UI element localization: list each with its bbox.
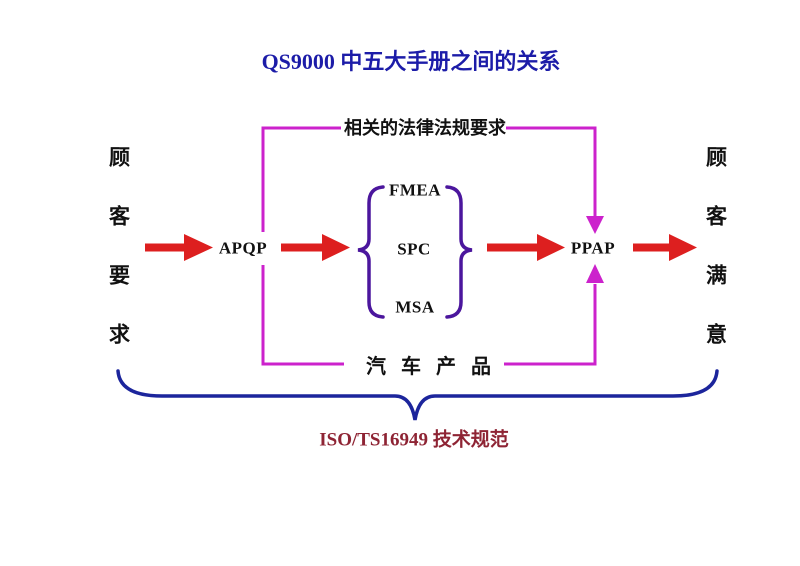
top-bracket-right-line <box>506 126 597 216</box>
customer-satisfaction-label: 顾客满意 <box>703 146 728 382</box>
node-ppap: PPAP <box>570 238 616 258</box>
flow-arrow-4-icon <box>633 234 697 261</box>
node-fmea: FMEA <box>388 180 442 200</box>
iso-underbrace-icon <box>116 369 719 421</box>
up-arrow-icon <box>586 264 604 283</box>
iso-ts16949-caption: ISO/TS16949 技术规范 <box>319 429 509 451</box>
page-title: QS9000 中五大手册之间的关系 <box>261 49 561 74</box>
bottom-bracket-right-line <box>504 284 597 366</box>
automotive-products-label: 汽车产品 <box>366 356 506 378</box>
down-arrow-icon <box>586 216 604 234</box>
flow-arrow-3-icon <box>487 234 565 261</box>
customer-requirements-label: 顾客要求 <box>106 146 131 382</box>
node-msa: MSA <box>395 297 435 317</box>
left-brace-icon <box>357 185 385 319</box>
node-apqp: APQP <box>218 238 268 258</box>
flow-arrow-2-icon <box>281 234 350 261</box>
node-spc: SPC <box>397 239 431 259</box>
flow-arrow-1-icon <box>145 234 213 261</box>
top-bracket-left-line <box>261 126 344 366</box>
legal-requirements-label: 相关的法律法规要求 <box>344 118 506 138</box>
right-brace-icon <box>445 185 473 319</box>
